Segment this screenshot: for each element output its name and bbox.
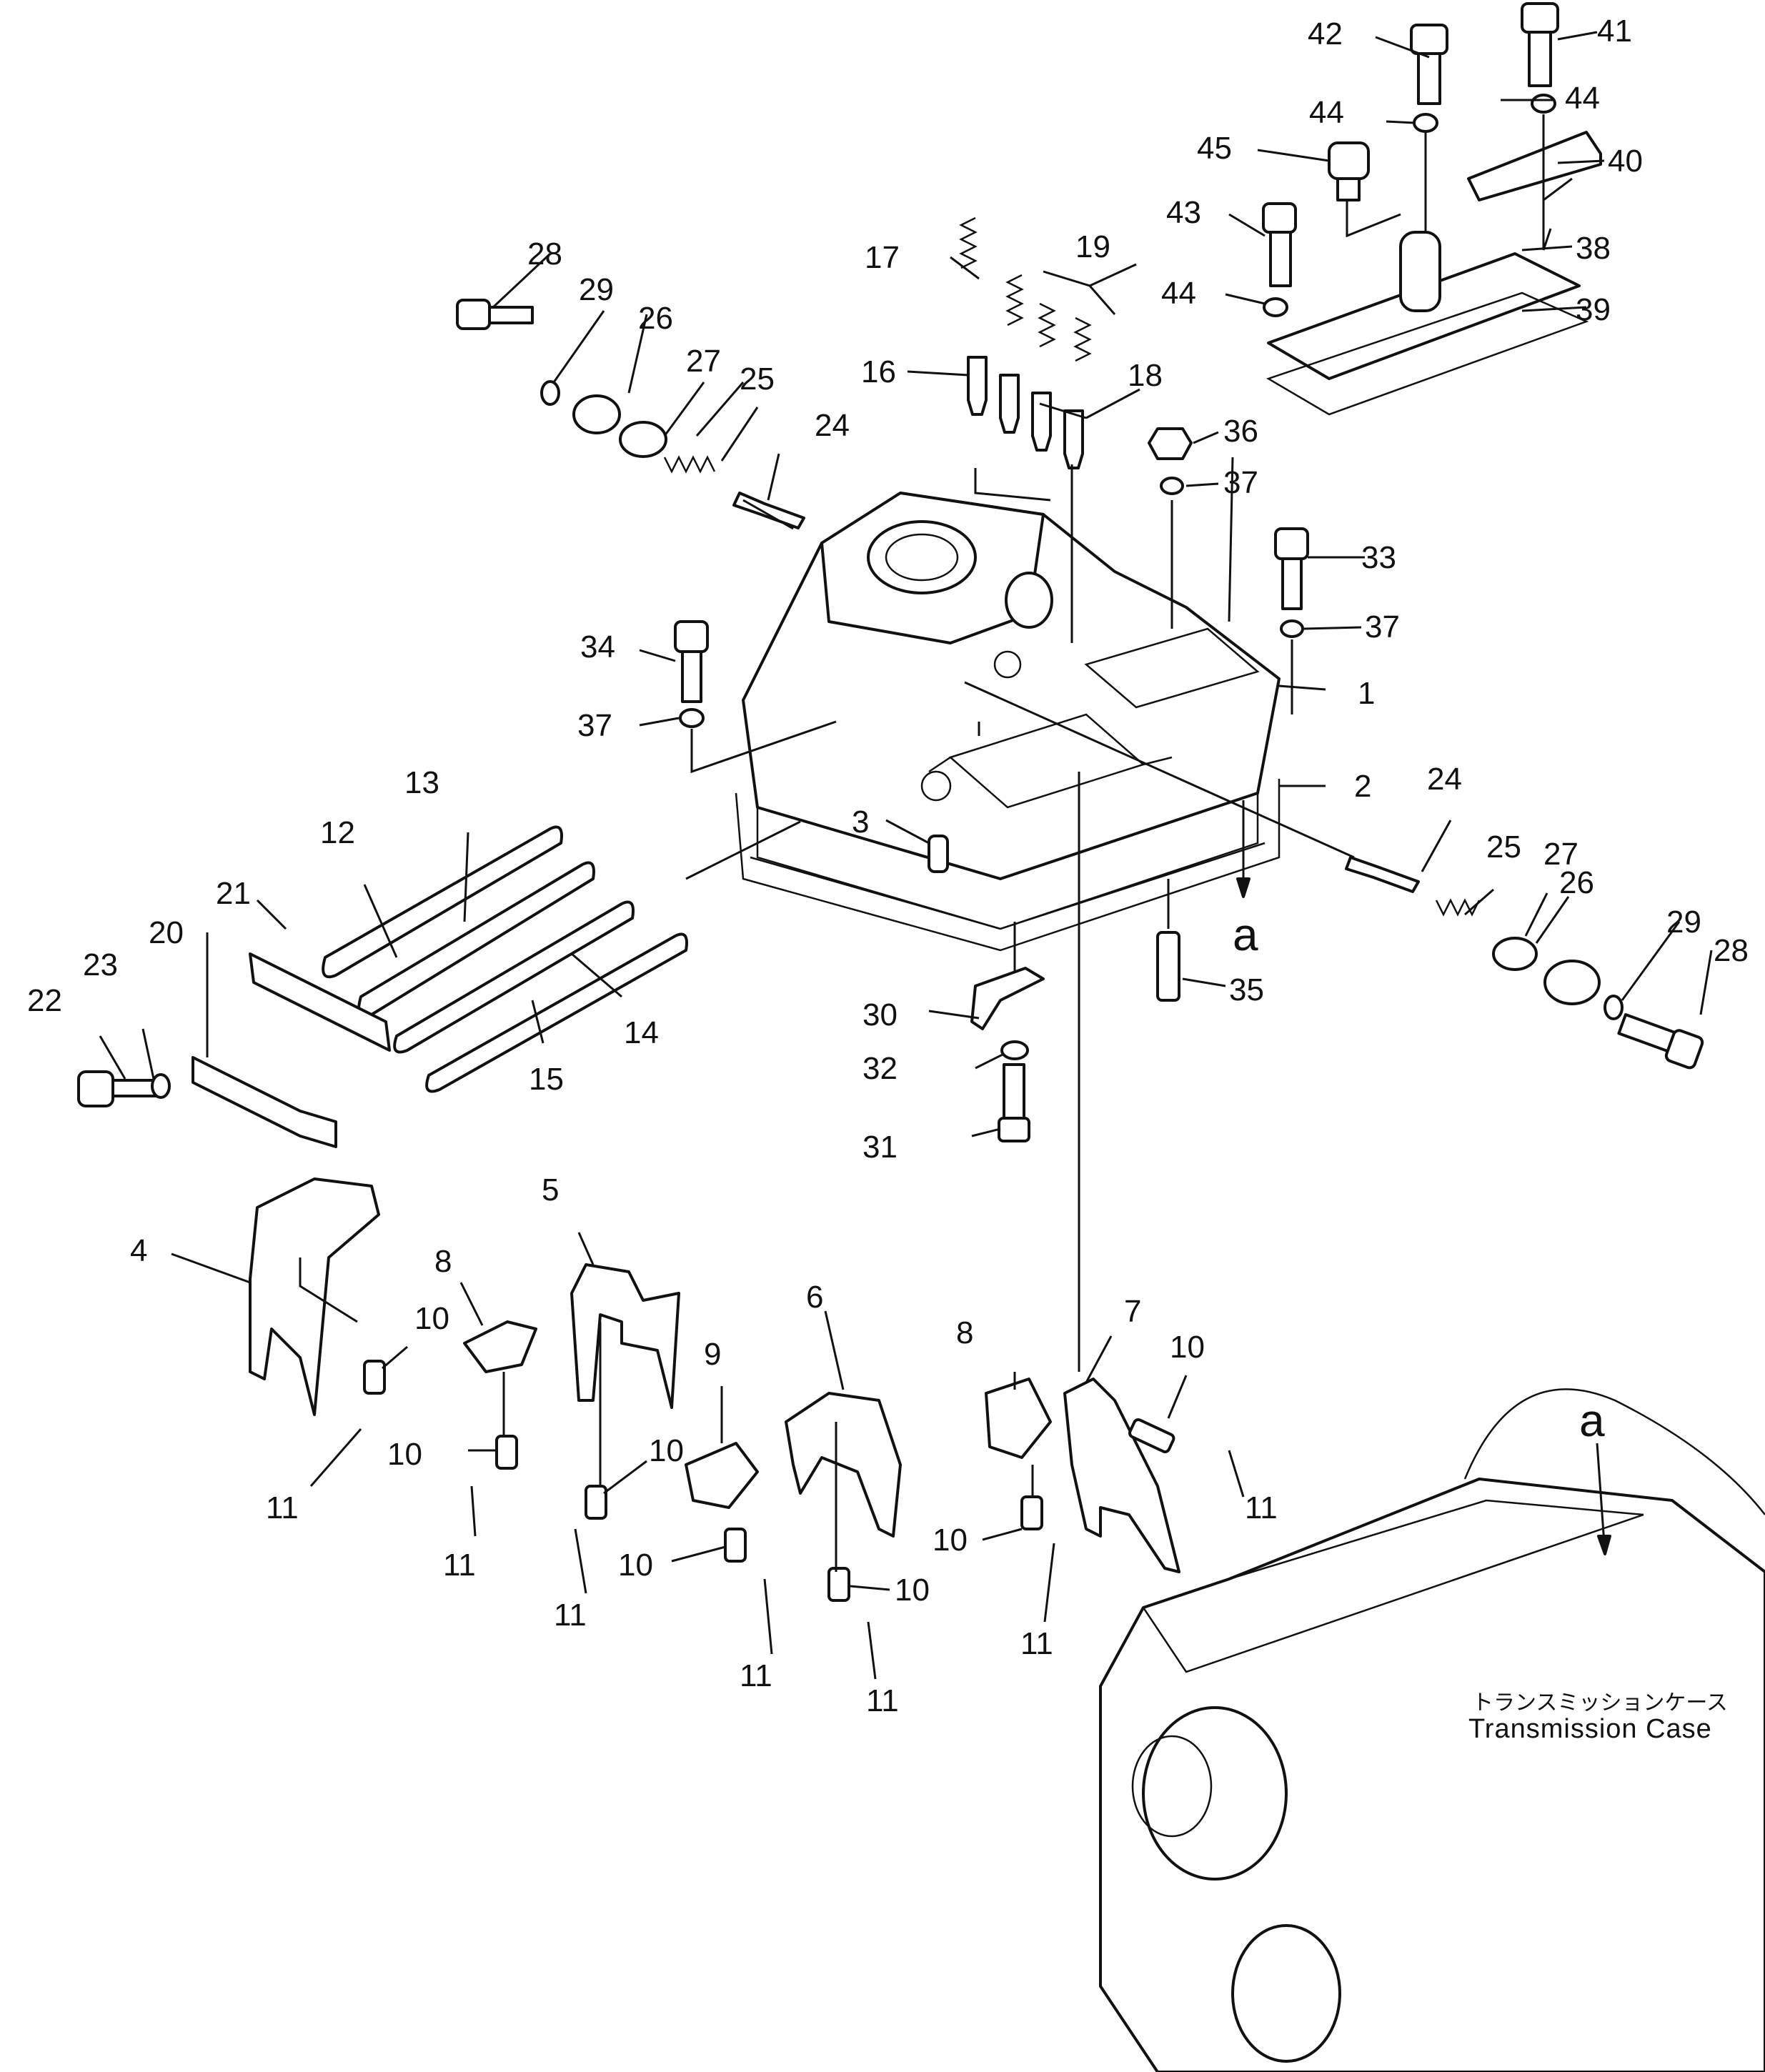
label-38: 38 [1576, 231, 1611, 266]
view-arrow-label: a [1233, 909, 1258, 960]
transmission-case-label-jp: トランスミッションケース [1472, 1690, 1728, 1715]
label-33: 33 [1361, 540, 1396, 575]
label-40: 40 [1608, 144, 1643, 179]
label-19: 19 [1075, 229, 1110, 264]
shift-fork-5 [570, 1263, 680, 1409]
label-2: 2 [1354, 769, 1371, 804]
label-29b: 29 [1666, 905, 1701, 940]
label-10g: 10 [1170, 1330, 1205, 1365]
label-37a: 37 [1223, 465, 1258, 500]
label-18: 18 [1128, 358, 1163, 393]
label-10c: 10 [649, 1433, 684, 1468]
label-17: 17 [865, 240, 900, 275]
label-9: 9 [704, 1337, 721, 1372]
label-44b: 44 [1565, 81, 1600, 116]
label-11f: 11 [1020, 1626, 1053, 1661]
label-10d: 10 [618, 1548, 653, 1583]
label-6: 6 [806, 1280, 823, 1315]
view-arrow-head [1236, 877, 1251, 898]
label-27b: 27 [1543, 837, 1578, 872]
label-26a: 26 [638, 301, 673, 336]
label-42: 42 [1308, 16, 1343, 51]
label-25a: 25 [740, 362, 775, 397]
label-11c: 11 [554, 1598, 587, 1633]
label-12: 12 [320, 815, 355, 850]
label-11d: 11 [740, 1658, 772, 1693]
label-22: 22 [27, 983, 62, 1018]
lever-bracket [1467, 131, 1602, 201]
label-27a: 27 [686, 344, 721, 379]
label-24b: 24 [1427, 762, 1462, 797]
label-10e: 10 [895, 1573, 930, 1608]
label-37b: 37 [1365, 609, 1400, 644]
leader-lines [99, 31, 1713, 1680]
label-11a: 11 [266, 1490, 299, 1525]
label-41: 41 [1597, 14, 1632, 49]
label-32: 32 [862, 1051, 898, 1086]
case-view-arrow [1596, 1443, 1606, 1544]
label-15: 15 [529, 1062, 564, 1097]
transmission-case-label-en: Transmission Case [1468, 1714, 1712, 1744]
part-labels: 1 2 3 4 5 6 7 8 8 9 10 10 10 10 10 10 10… [27, 14, 1749, 1718]
label-37c: 37 [577, 708, 612, 743]
label-11b: 11 [443, 1548, 476, 1583]
label-28b: 28 [1714, 933, 1749, 968]
top-cover-gasket [1266, 292, 1589, 416]
label-4: 4 [130, 1233, 147, 1268]
label-34: 34 [580, 629, 615, 664]
shift-block-8 [463, 1320, 537, 1373]
label-30: 30 [862, 997, 898, 1032]
label-11g: 11 [1245, 1490, 1278, 1525]
label-3: 3 [852, 805, 869, 840]
label-10a: 10 [414, 1301, 449, 1336]
label-44a: 44 [1309, 95, 1344, 130]
label-29a: 29 [579, 272, 614, 307]
label-36: 36 [1223, 414, 1258, 449]
rod-cover-plate [192, 1056, 337, 1148]
shift-fork-6 [785, 1392, 902, 1538]
label-43: 43 [1166, 195, 1201, 230]
case-view-arrow-head [1597, 1535, 1611, 1555]
label-8b: 8 [956, 1315, 973, 1350]
label-35: 35 [1229, 972, 1264, 1007]
label-14: 14 [624, 1015, 659, 1050]
label-10f: 10 [933, 1523, 968, 1558]
label-7: 7 [1124, 1294, 1141, 1329]
label-21: 21 [216, 876, 251, 911]
label-23: 23 [83, 947, 118, 982]
transmission-cover [742, 492, 1281, 930]
shift-fork-4 [249, 1177, 380, 1416]
breather-cylinder [1399, 231, 1441, 312]
transmission-case [1099, 1388, 1765, 2072]
case-view-arrow-label: a [1579, 1395, 1605, 1446]
rod-cover-gasket [249, 952, 391, 1052]
label-28a: 28 [527, 236, 562, 272]
bolts-and-springs [77, 2, 1704, 1602]
shift-rods [322, 825, 688, 1093]
label-5: 5 [542, 1172, 559, 1207]
label-20: 20 [149, 915, 184, 950]
label-16: 16 [861, 354, 896, 389]
label-26b: 26 [1559, 865, 1594, 900]
shift-block-8b [985, 1378, 1052, 1459]
label-44c: 44 [1161, 276, 1196, 311]
label-1: 1 [1358, 676, 1375, 711]
label-24a: 24 [815, 408, 850, 443]
label-45: 45 [1197, 131, 1232, 166]
label-11e: 11 [866, 1683, 899, 1718]
label-31: 31 [862, 1130, 898, 1165]
label-25b: 25 [1486, 830, 1521, 865]
shift-fork-7 [1063, 1378, 1180, 1573]
label-10b: 10 [387, 1437, 422, 1472]
label-8a: 8 [434, 1244, 452, 1279]
label-39: 39 [1576, 292, 1611, 327]
label-13: 13 [404, 765, 439, 800]
shift-block-9 [685, 1442, 759, 1509]
